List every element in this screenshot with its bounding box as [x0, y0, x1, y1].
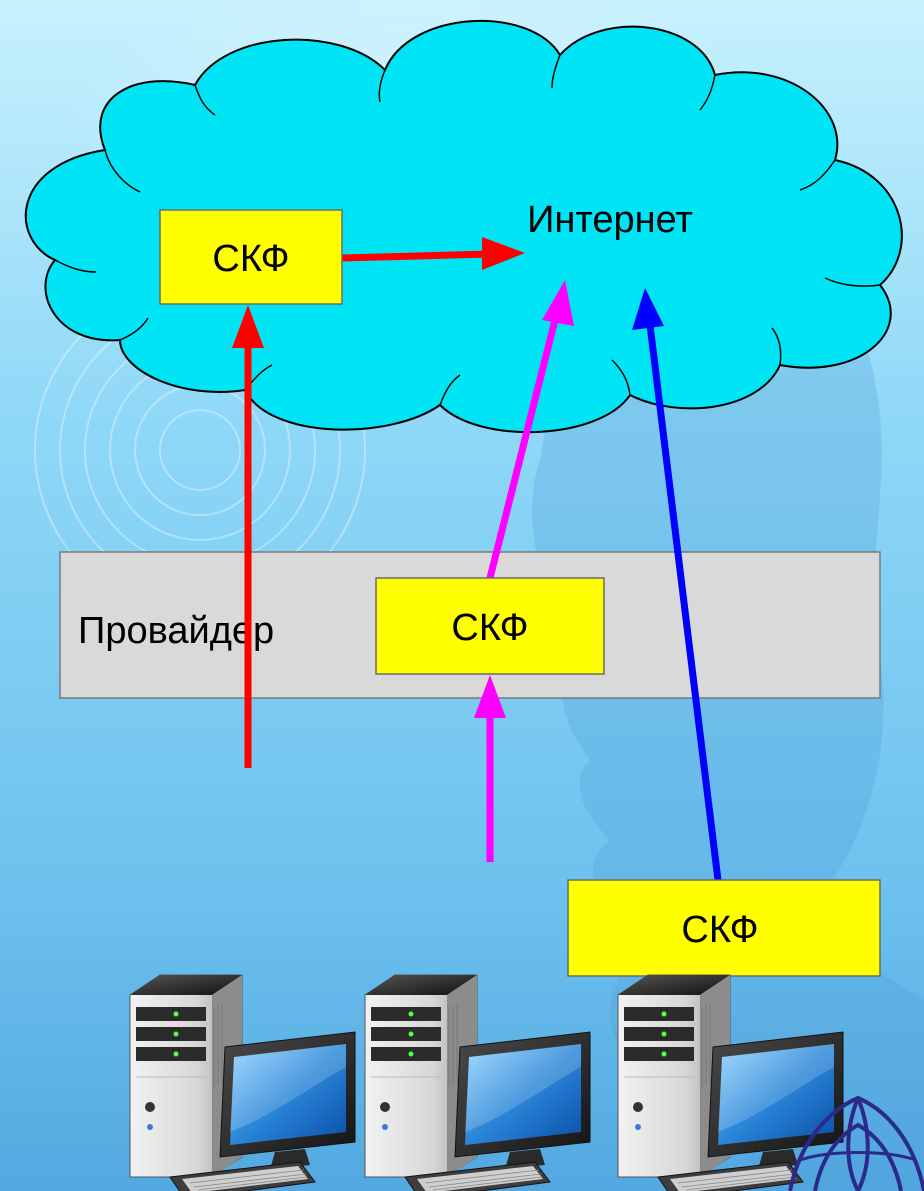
provider-label: Провайдер — [78, 610, 274, 652]
provider-filter-label: СКФ — [451, 607, 528, 649]
arrow-red-filter-to-internet — [341, 237, 525, 270]
corner-logo — [788, 1095, 924, 1191]
internet-cloud — [24, 19, 903, 434]
provider-filter-box: СКФ — [375, 577, 605, 675]
arrow-magenta-pc-to-provider-filter — [474, 675, 506, 862]
desktop-computer-icon — [129, 974, 356, 1191]
arrow-red-pc-to-cloud-filter — [232, 305, 264, 768]
desktop-computer-icon — [617, 974, 844, 1191]
internet-label: Интернет — [527, 199, 693, 241]
local-filter-label: СКФ — [681, 909, 758, 951]
arrow-blue-local-filter-to-internet — [632, 288, 722, 881]
desktop-computer-icon — [364, 974, 591, 1191]
arrow-magenta-provider-to-internet — [486, 280, 574, 579]
cloud-filter-label: СКФ — [212, 238, 289, 280]
cloud-filter-box: СКФ — [159, 209, 343, 305]
local-filter-box: СКФ — [567, 879, 881, 977]
